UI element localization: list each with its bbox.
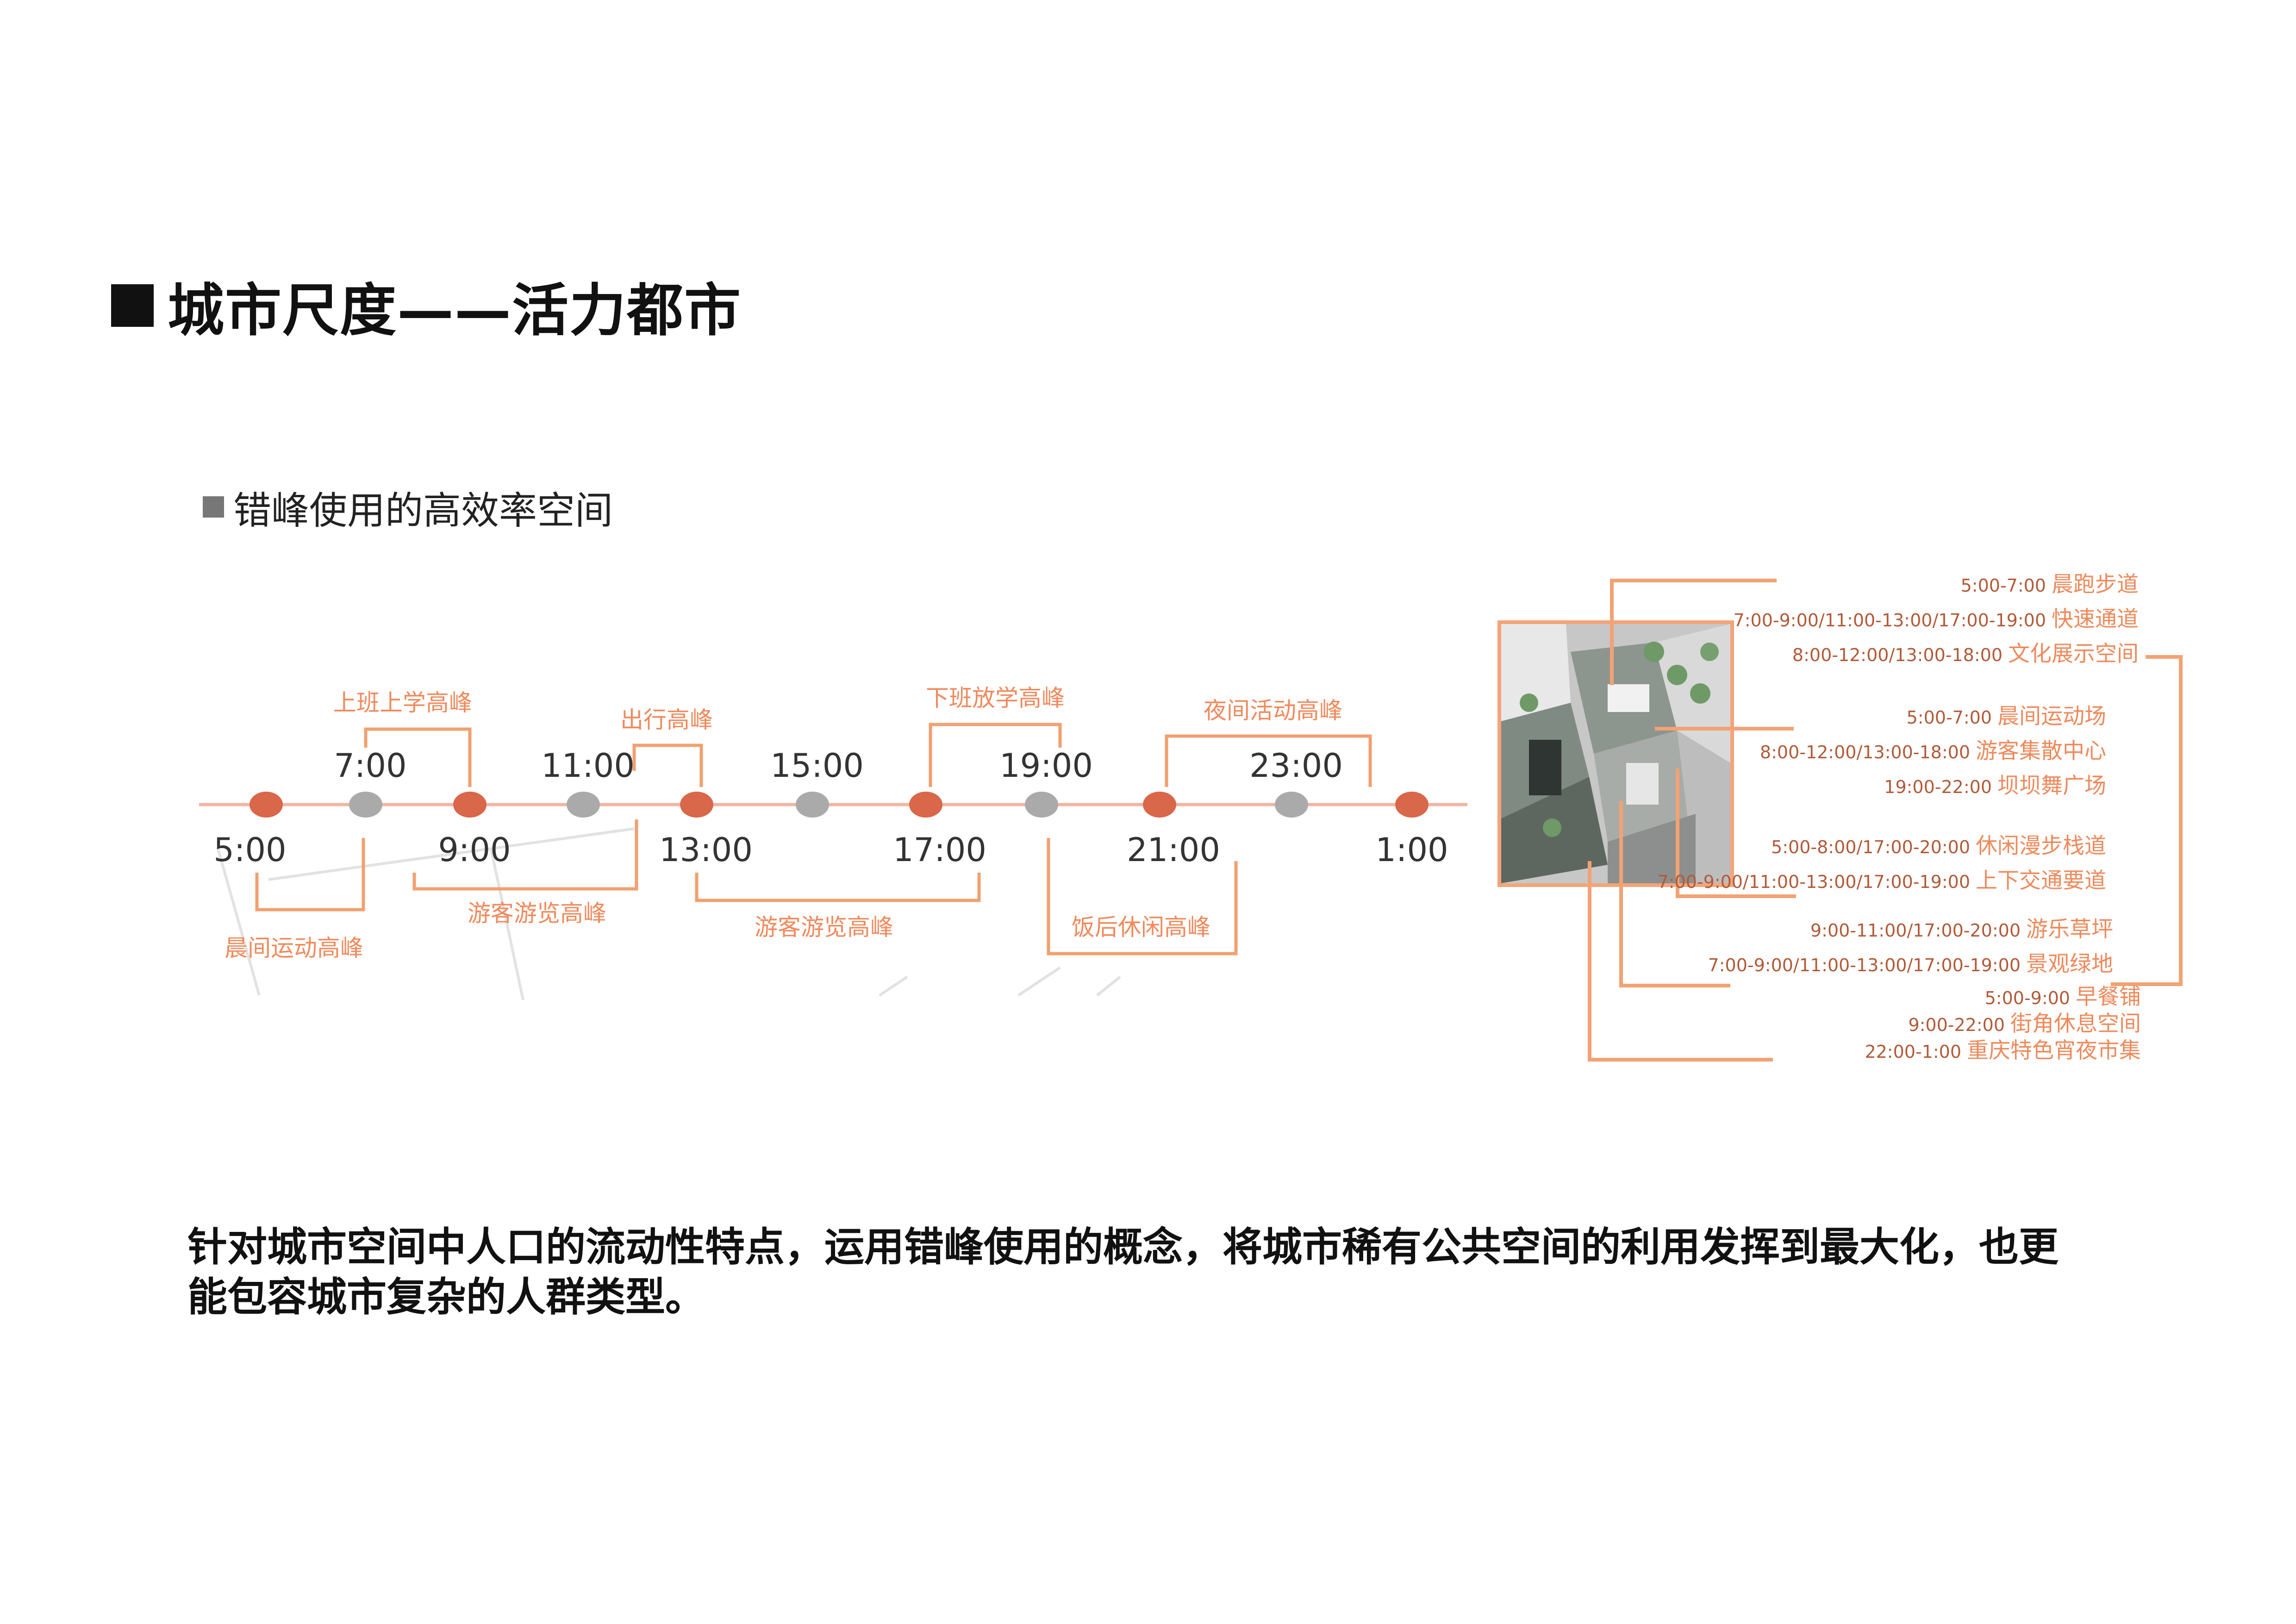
page-title: 城市尺度——活力都市	[111, 269, 742, 344]
timeline-peak-dot	[1143, 792, 1176, 818]
caption-text: 针对城市空间中人口的流动性特点，运用错峰使用的概念，将城市稀有公共空间的利用发挥…	[187, 1224, 2059, 1320]
bracket-line	[2179, 655, 2183, 986]
lower-time-label: 13:00	[659, 831, 753, 869]
lower-time-label: 17:00	[893, 831, 986, 869]
upper-peak-bracket	[1165, 734, 1372, 787]
lower-peak-label: 饭后休闲高峰	[1072, 914, 1210, 941]
callout-line	[1610, 579, 1614, 685]
background-sketch-line	[489, 847, 524, 1000]
upper-peak-bracket	[632, 743, 703, 787]
background-sketch-line	[268, 827, 635, 881]
timeline-diagram: 7:00 11:00 15:00 19:00 23:00 5:00 9:00 13:00 17:…	[199, 685, 1467, 1000]
upper-time-label: 15:00	[770, 747, 864, 785]
site-plan-image	[1501, 624, 1730, 883]
lower-peak-label: 游客游览高峰	[468, 900, 606, 927]
timeline-peak-dot	[909, 792, 942, 818]
timeline-peak-dot	[250, 792, 283, 818]
timeline-offpeak-dot	[796, 792, 829, 818]
lower-peak-label: 游客游览高峰	[755, 914, 893, 941]
lower-time-label: 1:00	[1375, 831, 1448, 869]
page-title-text: 城市尺度——活力都市	[168, 277, 742, 344]
timeline-offpeak-dot	[1275, 792, 1308, 818]
callout-line	[1610, 579, 1777, 582]
lower-peak-bracket	[255, 838, 365, 912]
title-bullet-square	[111, 284, 154, 327]
upper-time-label: 7:00	[334, 747, 406, 785]
upper-peak-label: 夜间活动高峰	[1204, 697, 1342, 724]
upper-peak-label: 上班上学高峰	[333, 689, 472, 716]
callout-line	[1676, 768, 1679, 898]
section-label-text: 错峰使用的高效率空间	[233, 488, 613, 533]
background-sketch-line	[1017, 966, 1061, 997]
section-bullet-square	[203, 496, 224, 518]
background-sketch-line	[1096, 975, 1121, 997]
callout-line	[1619, 984, 1730, 987]
lower-time-label: 5:00	[213, 831, 286, 869]
lower-peak-bracket	[695, 873, 981, 902]
background-sketch-line	[216, 847, 261, 996]
callout-line	[1588, 861, 1591, 1060]
upper-time-label: 19:00	[999, 747, 1093, 785]
callout-line	[1619, 801, 1623, 986]
timeline-peak-dot	[453, 792, 487, 818]
upper-peak-label: 下班放学高峰	[926, 685, 1065, 712]
timeline-offpeak-dot	[567, 792, 600, 818]
upper-peak-bracket	[929, 723, 1062, 787]
upper-peak-bracket	[364, 727, 472, 787]
lower-time-label: 21:00	[1127, 831, 1220, 869]
upper-time-label: 23:00	[1249, 747, 1343, 785]
bracket-line	[2111, 982, 2183, 986]
upper-time-label: 11:00	[541, 747, 635, 785]
callout-line	[1676, 894, 1796, 898]
callout-line	[1588, 1058, 1773, 1062]
timeline-peak-dot	[1395, 792, 1429, 818]
upper-peak-label: 出行高峰	[620, 706, 713, 733]
site-plan-map	[1497, 620, 1734, 887]
bracket-line	[2146, 655, 2183, 659]
timeline-offpeak-dot	[349, 792, 382, 818]
lower-peak-label: 晨间运动高峰	[225, 935, 363, 962]
timeline-peak-dot	[680, 792, 713, 818]
background-sketch-line	[879, 975, 908, 997]
section-label: 错峰使用的高效率空间	[203, 481, 613, 533]
lower-peak-bracket	[412, 819, 638, 891]
lower-time-label: 9:00	[438, 831, 511, 869]
timeline-offpeak-dot	[1025, 792, 1058, 818]
callout-line	[1655, 727, 1794, 731]
lower-peak-bracket	[1047, 838, 1238, 956]
